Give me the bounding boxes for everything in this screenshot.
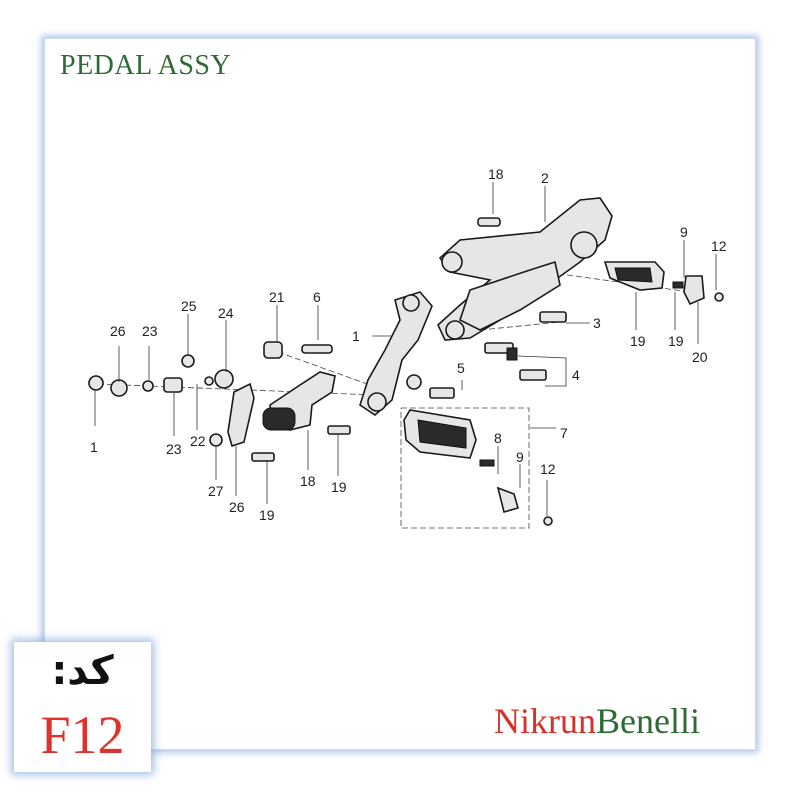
page-title: PEDAL ASSY bbox=[60, 50, 232, 81]
code-label: کد: bbox=[51, 648, 114, 694]
washer bbox=[204, 376, 214, 386]
pin bbox=[301, 344, 333, 354]
callout-9-front: 9 bbox=[516, 449, 524, 465]
rear-footrest-rubber bbox=[614, 267, 653, 283]
bracket-boss bbox=[367, 392, 387, 412]
callout-3: 3 bbox=[593, 315, 601, 331]
callout-16: 20 bbox=[692, 349, 708, 365]
axis-line bbox=[277, 351, 371, 386]
pin bbox=[477, 217, 501, 227]
clip bbox=[543, 516, 553, 526]
spring bbox=[479, 459, 495, 467]
pivot-bolt bbox=[263, 341, 283, 359]
callout-19: 19 bbox=[331, 479, 347, 495]
nut bbox=[88, 375, 104, 391]
callout-27: 27 bbox=[208, 483, 224, 499]
callout-19-lower: 19 bbox=[259, 507, 275, 523]
callout-9: 9 bbox=[680, 224, 688, 240]
brand-part-2: Benelli bbox=[596, 701, 700, 741]
bracket-boss bbox=[406, 374, 422, 390]
collar bbox=[163, 377, 183, 393]
rod-end bbox=[209, 433, 223, 447]
callout-24: 23 bbox=[142, 323, 158, 339]
callout-5: 5 bbox=[457, 360, 465, 376]
callout-14: 19 bbox=[630, 333, 646, 349]
nut bbox=[506, 347, 518, 361]
shift-rubber bbox=[262, 407, 296, 431]
callout-15: 19 bbox=[668, 333, 684, 349]
callout-12-front: 12 bbox=[540, 461, 556, 477]
callout-1-bracket: 1 bbox=[352, 328, 360, 344]
front-footrest-rubber bbox=[417, 419, 467, 449]
bracket-boss bbox=[445, 320, 465, 340]
bolt bbox=[429, 387, 455, 399]
plate bbox=[683, 275, 705, 306]
plate bbox=[496, 486, 519, 513]
callout-8: 8 bbox=[494, 430, 502, 446]
bolt bbox=[539, 311, 567, 323]
callout-22: 22 bbox=[190, 433, 206, 449]
callout-6: 6 bbox=[313, 289, 321, 305]
footrest-group-box bbox=[400, 407, 530, 529]
callout-2: 2 bbox=[541, 170, 549, 186]
washer bbox=[110, 379, 128, 397]
callout-4: 4 bbox=[572, 367, 580, 383]
part-code-box: کد: F12 bbox=[14, 642, 151, 772]
link-rod bbox=[227, 382, 255, 448]
diagram-frame bbox=[44, 38, 756, 750]
callout-26: 26 bbox=[229, 499, 245, 515]
bolt bbox=[251, 452, 275, 462]
axis-line bbox=[479, 321, 561, 331]
callout-1-nut: 1 bbox=[90, 439, 98, 455]
callout-21: 25 bbox=[181, 298, 197, 314]
spring bbox=[672, 281, 684, 289]
brand-watermark: NikrunBenelli bbox=[494, 700, 700, 742]
callout-23: 23 bbox=[166, 441, 182, 457]
callout-25: 26 bbox=[110, 323, 126, 339]
main-bracket-arm bbox=[459, 260, 561, 331]
bolt bbox=[327, 425, 351, 435]
callout-7: 7 bbox=[560, 425, 568, 441]
callout-13: 18 bbox=[488, 166, 504, 182]
callout-18: 18 bbox=[300, 473, 316, 489]
code-value: F12 bbox=[40, 705, 125, 765]
brand-part-1: Nikrun bbox=[494, 701, 596, 741]
bolt bbox=[519, 369, 547, 381]
washer bbox=[142, 380, 154, 392]
bushing bbox=[214, 369, 234, 389]
callout-20: 24 bbox=[218, 305, 234, 321]
bracket-boss bbox=[570, 231, 598, 259]
clip bbox=[714, 292, 724, 302]
callout-17: 21 bbox=[269, 289, 285, 305]
bracket-boss bbox=[441, 251, 463, 273]
nut bbox=[181, 354, 195, 368]
callout-12: 12 bbox=[711, 238, 727, 254]
bracket-boss bbox=[402, 294, 420, 312]
